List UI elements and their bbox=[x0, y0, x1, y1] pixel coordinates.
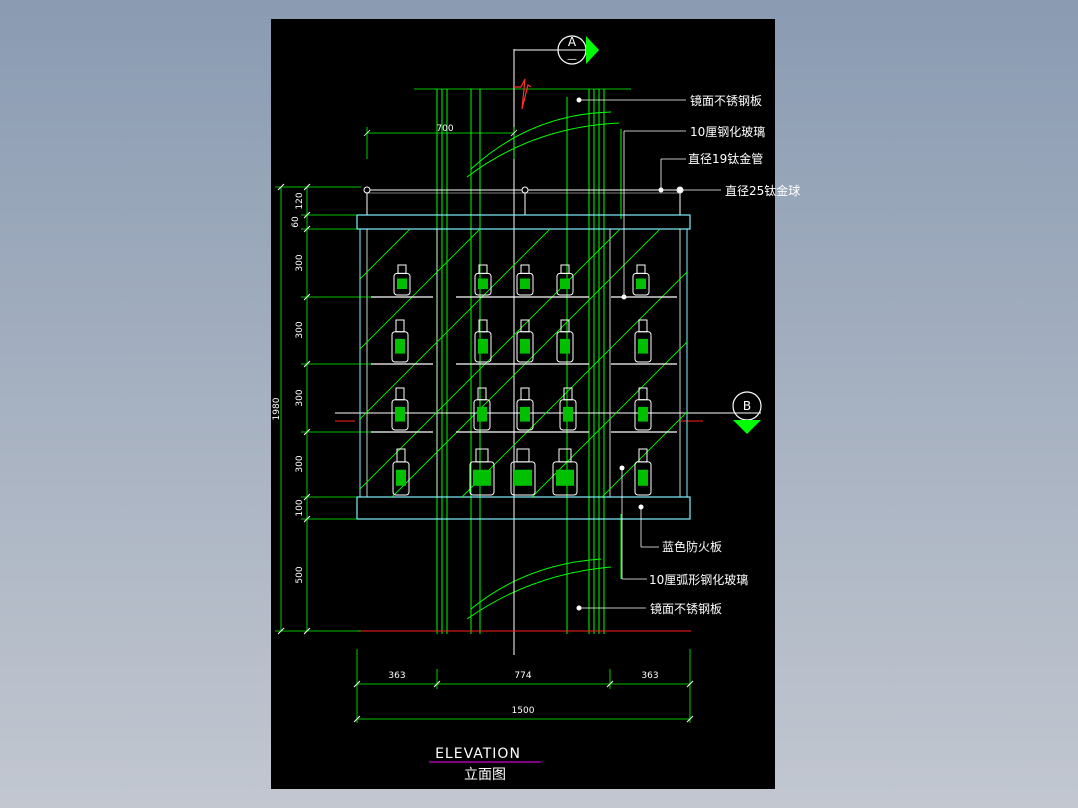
bottle-label bbox=[520, 406, 530, 422]
svg-text:—: — bbox=[567, 54, 577, 65]
bottle-label bbox=[520, 278, 530, 289]
bottle-label bbox=[560, 338, 570, 354]
dimension-bottom bbox=[353, 649, 694, 723]
callout-curved-glass: 10厘弧形钢化玻璃 bbox=[649, 573, 748, 587]
bottle-cap bbox=[638, 448, 648, 463]
dim-v-300-1: 300 bbox=[295, 254, 305, 271]
bottle-cap bbox=[638, 387, 648, 401]
bottle-cap bbox=[478, 319, 488, 333]
dim-v-300-3: 300 bbox=[295, 389, 305, 406]
dim-bottom-774: 774 bbox=[514, 671, 531, 681]
bottle-label bbox=[473, 469, 491, 486]
bottle-cap bbox=[638, 319, 648, 333]
callout-mirror-steel-bottom: 镜面不锈钢板 bbox=[650, 601, 722, 616]
bottle-label bbox=[638, 406, 648, 422]
title-chinese: 立面图 bbox=[464, 767, 506, 783]
bottle-cap bbox=[636, 264, 646, 274]
bottle-label bbox=[395, 406, 405, 422]
callout-mirror-steel-top: 镜面不锈钢板 bbox=[690, 93, 762, 108]
bottle-cap bbox=[516, 448, 530, 463]
bottle-label bbox=[396, 469, 406, 486]
bottle-label bbox=[563, 406, 573, 422]
dim-v-100: 100 bbox=[295, 499, 305, 516]
product-bottles bbox=[391, 264, 652, 496]
dimension-vertical bbox=[275, 183, 371, 635]
dim-bottom-363-left: 363 bbox=[388, 671, 405, 681]
bottle-label bbox=[638, 469, 648, 486]
bottle-cap bbox=[560, 264, 570, 274]
dim-v-120: 120 bbox=[295, 192, 305, 209]
bottle-cap bbox=[478, 264, 488, 274]
bottle-cap bbox=[395, 387, 405, 401]
callout-titanium-ball: 直径25钛金球 bbox=[725, 183, 800, 198]
bottle-label bbox=[638, 338, 648, 354]
callout-tempered-glass: 10厘钢化玻璃 bbox=[690, 125, 765, 139]
section-marker-a: A — bbox=[514, 35, 599, 65]
bottle-label bbox=[636, 278, 646, 289]
callout-leaders bbox=[579, 99, 721, 609]
dim-v-300-4: 300 bbox=[295, 455, 305, 472]
drawing-title: ELEVATION 立面图 bbox=[429, 746, 541, 783]
bottle-cap bbox=[397, 264, 407, 274]
callout-titanium-tube: 直径19钛金管 bbox=[688, 151, 763, 166]
callout-fireproof-board: 蓝色防火板 bbox=[662, 539, 722, 554]
bottle-cap bbox=[475, 448, 489, 463]
dim-bottom-363-right: 363 bbox=[641, 671, 658, 681]
bottle-label bbox=[477, 406, 487, 422]
section-label-b: B bbox=[743, 399, 751, 413]
elevation-drawing: A — B bbox=[272, 35, 800, 783]
bottle-label bbox=[556, 469, 574, 486]
showcase-cabinet bbox=[356, 186, 691, 520]
bottle-label bbox=[397, 278, 407, 289]
dim-total-width: 1500 bbox=[512, 706, 535, 716]
bottle-label bbox=[395, 338, 405, 354]
dim-v-500: 500 bbox=[295, 566, 305, 583]
bottle-cap bbox=[520, 319, 530, 333]
cad-drawing-canvas: A — B bbox=[271, 19, 800, 789]
dimension-top bbox=[363, 127, 518, 159]
title-english: ELEVATION bbox=[435, 746, 521, 762]
dim-v-300-2: 300 bbox=[295, 321, 305, 338]
bottle-cap bbox=[477, 387, 487, 401]
bottle-cap bbox=[395, 319, 405, 333]
section-label-a: A bbox=[568, 35, 577, 49]
dim-total-height: 1980 bbox=[272, 397, 282, 420]
bottle-cap bbox=[560, 319, 570, 333]
dim-top-700: 700 bbox=[436, 124, 453, 134]
bottle-cap bbox=[563, 387, 573, 401]
bottle-label bbox=[478, 338, 488, 354]
bottle-label bbox=[478, 278, 488, 289]
bottle-label bbox=[560, 278, 570, 289]
bottle-cap bbox=[396, 448, 406, 463]
bottle-cap bbox=[520, 264, 530, 274]
bottle-label bbox=[520, 338, 530, 354]
dim-v-60: 60 bbox=[291, 216, 301, 228]
bottle-cap bbox=[520, 387, 530, 401]
bottle-cap bbox=[558, 448, 572, 463]
bottle-label bbox=[514, 469, 532, 486]
